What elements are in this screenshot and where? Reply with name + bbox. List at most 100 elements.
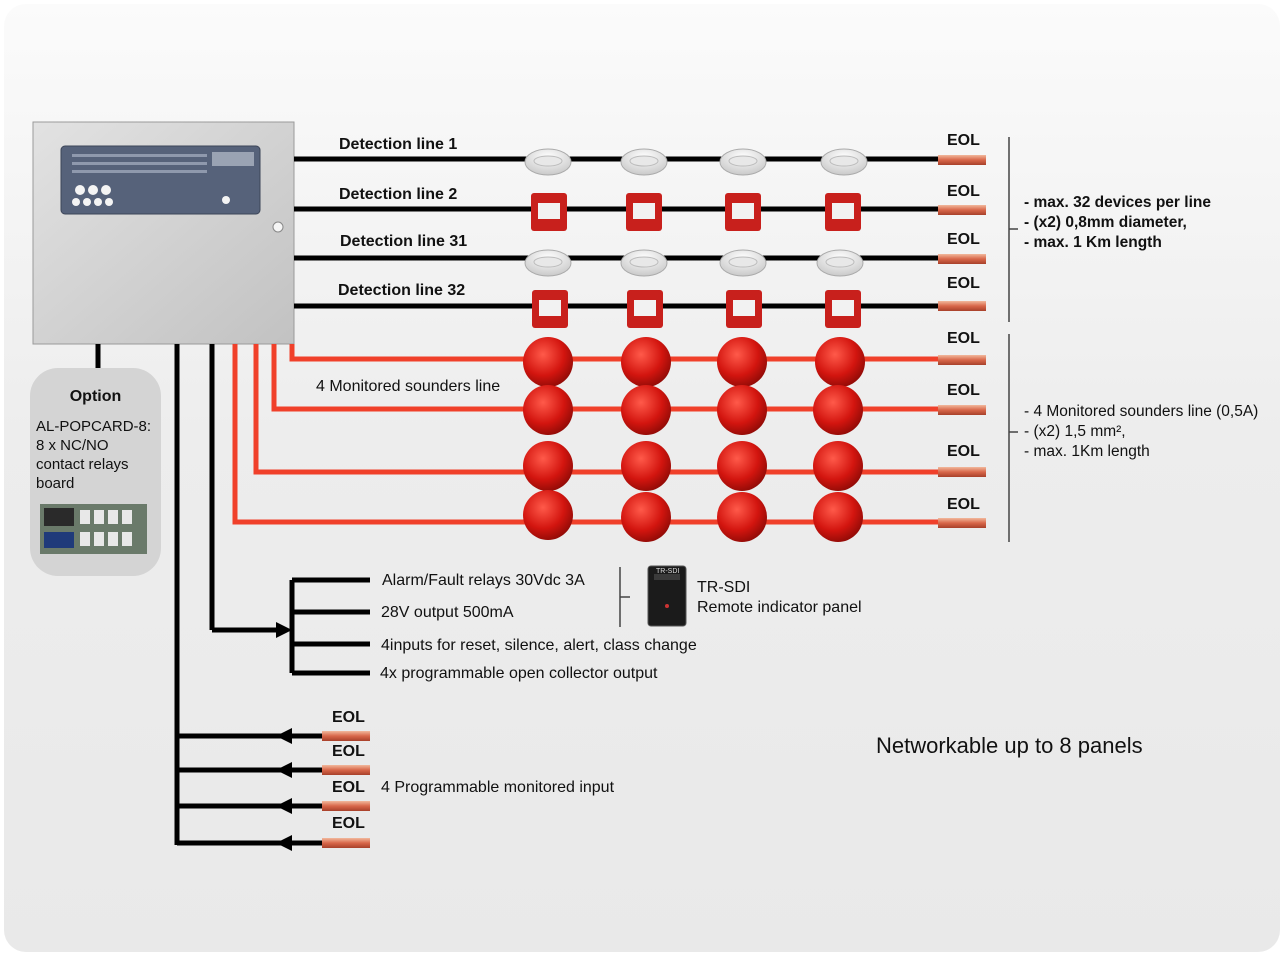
sounder-icon: [621, 492, 671, 542]
sounder-icon: [717, 441, 767, 491]
output-label: 4x programmable open collector output: [380, 665, 658, 682]
sounders-row-3: [523, 441, 863, 491]
option-description: AL-POPCARD-8: 8 x NC/NO contact relays b…: [36, 418, 152, 492]
spec-brackets: [619, 137, 1018, 627]
eol-label: EOL: [947, 183, 980, 200]
relay-board-image: [40, 504, 147, 554]
spec-item: - (x2) 1,5 mm²,: [1024, 423, 1126, 440]
sounder-icon: [621, 441, 671, 491]
eol-resistor-icon: [938, 301, 986, 311]
control-panel: [32, 121, 295, 345]
call-points-line-2: [531, 193, 861, 231]
sounder-icon: [523, 490, 573, 540]
eol-resistors-right: [938, 155, 986, 528]
sounder-icon: [813, 385, 863, 435]
manual-call-point-icon: [726, 290, 762, 328]
eol-label: EOL: [947, 330, 980, 347]
output-label: 28V output 500mA: [381, 604, 514, 621]
output-arrow-icon: [276, 622, 292, 638]
manual-call-point-icon: [626, 193, 662, 231]
smoke-detector-icon: [524, 148, 572, 176]
remote-panel-name: TR-SDI: [697, 579, 751, 596]
monitored-inputs-label: 4 Programmable monitored input: [381, 779, 615, 796]
eol-resistor-icon: [322, 801, 370, 811]
sounders-row-2: [523, 385, 863, 435]
eol-resistor-icon: [322, 838, 370, 848]
eol-label: EOL: [947, 496, 980, 513]
smoke-detector-icon: [524, 249, 572, 277]
eol-label: EOL: [332, 743, 365, 760]
sounder-icon: [813, 441, 863, 491]
eol-resistor-icon: [322, 765, 370, 775]
eol-resistors-inputs: [322, 731, 370, 848]
detection-line-label: Detection line 32: [338, 282, 466, 299]
sounders-row-1: [523, 337, 865, 387]
panel-leds: [72, 154, 207, 173]
manual-call-point-icon: [627, 290, 663, 328]
eol-label: EOL: [947, 275, 980, 292]
output-label: Alarm/Fault relays 30Vdc 3A: [382, 572, 585, 589]
remote-panel-description: Remote indicator panel: [697, 599, 862, 616]
spec-item: - (x2) 0,8mm diameter,: [1024, 214, 1187, 231]
input-arrow-icon: [276, 798, 292, 814]
manual-call-point-icon: [725, 193, 761, 231]
spec-item: - max. 1 Km length: [1024, 234, 1162, 251]
call-points-line-32: [532, 290, 861, 328]
manual-call-point-icon: [532, 290, 568, 328]
sounder-icon: [523, 385, 573, 435]
eol-label: EOL: [332, 815, 365, 832]
eol-label: EOL: [947, 382, 980, 399]
sounder-icon: [621, 385, 671, 435]
spec-item: - max. 32 devices per line: [1024, 194, 1211, 211]
sounder-icon: [523, 337, 573, 387]
eol-label: EOL: [947, 443, 980, 460]
output-label: 4inputs for reset, silence, alert, class…: [381, 637, 697, 654]
smoke-detector-icon: [620, 148, 668, 176]
panel-lock-icon: [272, 221, 284, 233]
smoke-detectors-line-1: [524, 148, 868, 176]
spec-item: - max. 1Km length: [1024, 443, 1150, 460]
manual-call-point-icon: [825, 290, 861, 328]
input-wires: [177, 733, 326, 846]
eol-resistor-icon: [938, 518, 986, 528]
detection-line-label: Detection line 31: [340, 233, 468, 250]
smoke-detector-icon: [719, 148, 767, 176]
sounder-icon: [813, 492, 863, 542]
smoke-detector-icon: [820, 148, 868, 176]
smoke-detector-icon: [620, 249, 668, 277]
input-arrow-icon: [276, 762, 292, 778]
panel-key-switch: [222, 196, 230, 204]
eol-label: EOL: [332, 709, 365, 726]
sounder-icon: [717, 492, 767, 542]
smoke-detector-icon: [719, 249, 767, 277]
sounders-line-label: 4 Monitored sounders line: [316, 378, 501, 395]
option-card: Option AL-POPCARD-8: 8 x NC/NO contact r…: [30, 368, 161, 576]
eol-resistor-icon: [938, 405, 986, 415]
manual-call-point-icon: [825, 193, 861, 231]
detection-specs: - max. 32 devices per line - (x2) 0,8mm …: [1024, 193, 1211, 253]
eol-resistor-icon: [938, 254, 986, 264]
output-wires: [289, 577, 370, 676]
smoke-detector-icon: [816, 249, 864, 277]
sounder-specs: - 4 Monitored sounders line (0,5A) - (x2…: [1024, 402, 1258, 462]
eol-resistor-icon: [938, 467, 986, 477]
sounders-row-4: [523, 490, 863, 542]
remote-indicator-device: [647, 565, 687, 627]
spec-item: - 4 Monitored sounders line (0,5A): [1024, 403, 1259, 420]
manual-call-point-icon: [531, 193, 567, 231]
eol-resistor-icon: [938, 355, 986, 365]
eol-label: EOL: [947, 132, 980, 149]
eol-resistor-icon: [938, 205, 986, 215]
eol-label: EOL: [332, 779, 365, 796]
remote-device-text: TR-SDI: [656, 568, 680, 575]
sounder-icon: [717, 337, 767, 387]
eol-resistor-icon: [938, 155, 986, 165]
input-arrow-icon: [276, 835, 292, 851]
sounder-icon: [815, 337, 865, 387]
input-arrows: [276, 728, 292, 851]
sounder-icon: [717, 385, 767, 435]
detection-line-label: Detection line 1: [339, 136, 458, 153]
network-caption: Networkable up to 8 panels: [876, 733, 1143, 758]
